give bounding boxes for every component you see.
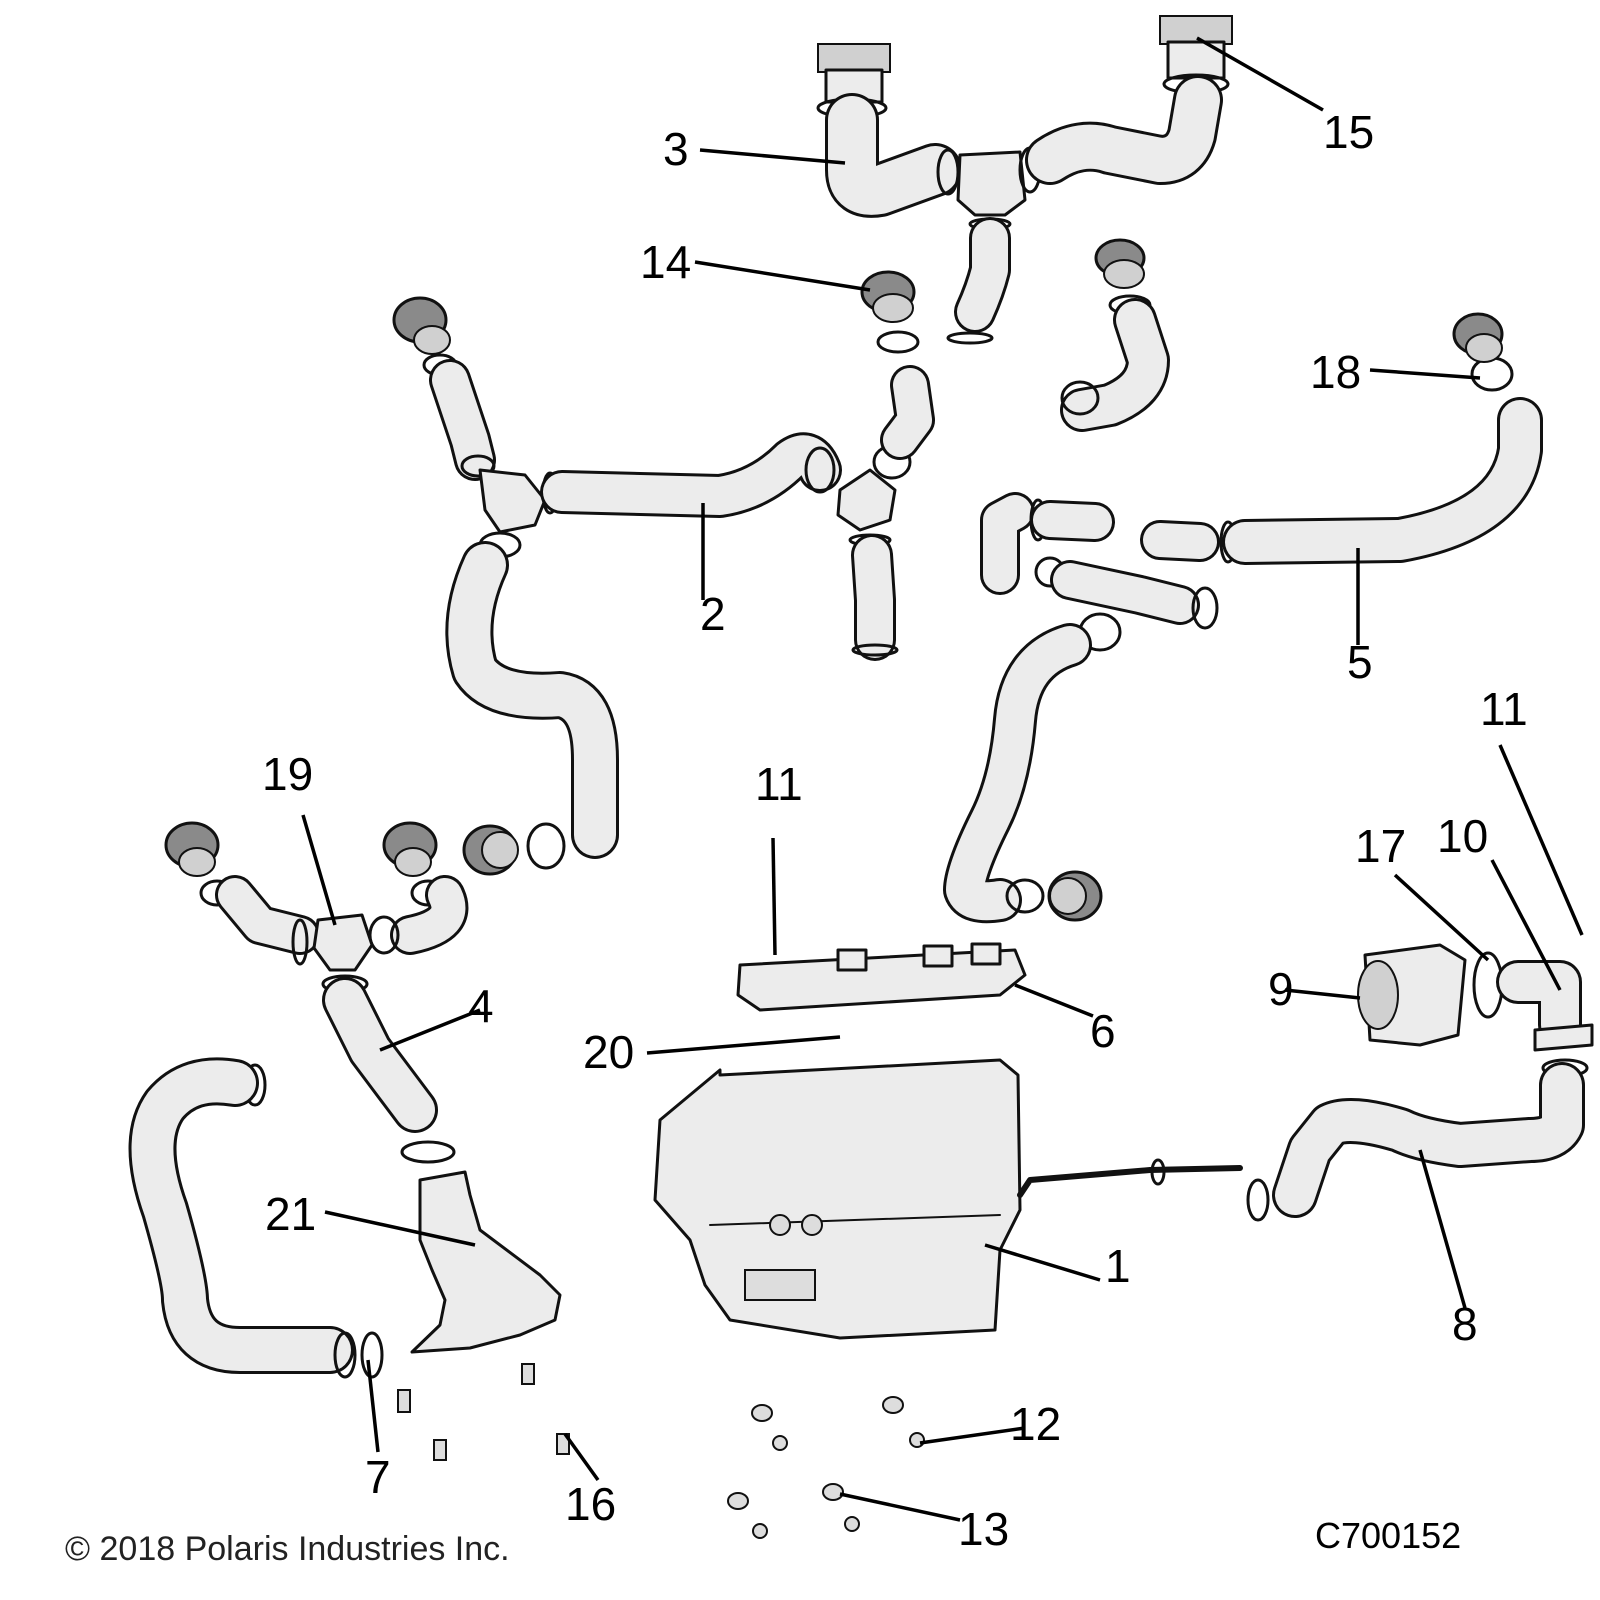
callout-4: 4 <box>468 980 494 1032</box>
callout-13: 13 <box>958 1503 1009 1555</box>
heater-box <box>653 1058 1022 1340</box>
callout-10: 10 <box>1437 810 1488 862</box>
screw <box>521 1363 535 1385</box>
port <box>801 1214 823 1236</box>
top-down-end-clamp <box>946 331 994 345</box>
callout-11-center: 11 <box>755 758 803 810</box>
callout-16: 16 <box>565 1478 616 1530</box>
washer <box>751 1404 773 1422</box>
callout-2: 2 <box>700 588 726 640</box>
lower-right-duct-assembly <box>1246 943 1594 1222</box>
figure-code: C700152 <box>1315 1515 1461 1556</box>
callout-15: 15 <box>1323 106 1374 158</box>
lower-left-duct-assembly <box>128 821 570 1461</box>
callout-11-right: 11 <box>1480 683 1528 735</box>
callout-18: 18 <box>1310 346 1361 398</box>
callout-labels: 1 2 3 4 5 6 7 8 9 10 11 11 12 13 14 15 1… <box>262 106 1528 1555</box>
manifold-port <box>836 948 868 972</box>
callout-19: 19 <box>262 748 313 800</box>
callout-5: 5 <box>1347 636 1373 688</box>
port <box>769 1214 791 1236</box>
drain-cable <box>1017 1165 1243 1198</box>
washer <box>727 1492 749 1510</box>
callout-17: 17 <box>1355 820 1406 872</box>
manifold-port <box>922 944 954 968</box>
nut <box>844 1516 860 1532</box>
top-duct-assembly <box>816 15 1233 345</box>
mid-right-duct-assembly <box>943 238 1543 924</box>
top-right-vent <box>1159 15 1233 45</box>
leader-lines <box>301 36 1584 1522</box>
callout-12: 12 <box>1010 1398 1061 1450</box>
top-y-junction <box>956 150 1027 217</box>
screw <box>556 1433 570 1455</box>
callout-8: 8 <box>1452 1298 1478 1350</box>
heater-unit-assembly <box>653 942 1243 1539</box>
callout-3: 3 <box>663 123 689 175</box>
top-left-vent <box>817 43 891 73</box>
screw <box>433 1439 447 1461</box>
diverter-housing <box>410 1170 562 1354</box>
washer <box>882 1396 904 1414</box>
callout-6: 6 <box>1090 1005 1116 1057</box>
nut <box>752 1523 768 1539</box>
callout-21: 21 <box>265 1188 316 1240</box>
callout-1: 1 <box>1105 1240 1131 1292</box>
mid-right-y-junction <box>836 468 897 532</box>
washer <box>822 1483 844 1501</box>
nut <box>909 1432 925 1448</box>
callout-20: 20 <box>583 1026 634 1078</box>
elbow-bracket <box>1533 1023 1594 1052</box>
screw <box>397 1389 411 1413</box>
callout-14: 14 <box>640 236 691 288</box>
nut <box>772 1435 788 1451</box>
outlet-plate <box>744 1269 816 1301</box>
mid-left-y-junction <box>478 468 547 534</box>
callout-9: 9 <box>1268 963 1294 1015</box>
lower-y-junction <box>312 913 374 972</box>
callout-7: 7 <box>365 1451 391 1503</box>
mid-left-duct-assembly <box>392 270 935 876</box>
manifold-port <box>970 942 1002 966</box>
copyright-notice: © 2018 Polaris Industries Inc. <box>65 1530 510 1568</box>
